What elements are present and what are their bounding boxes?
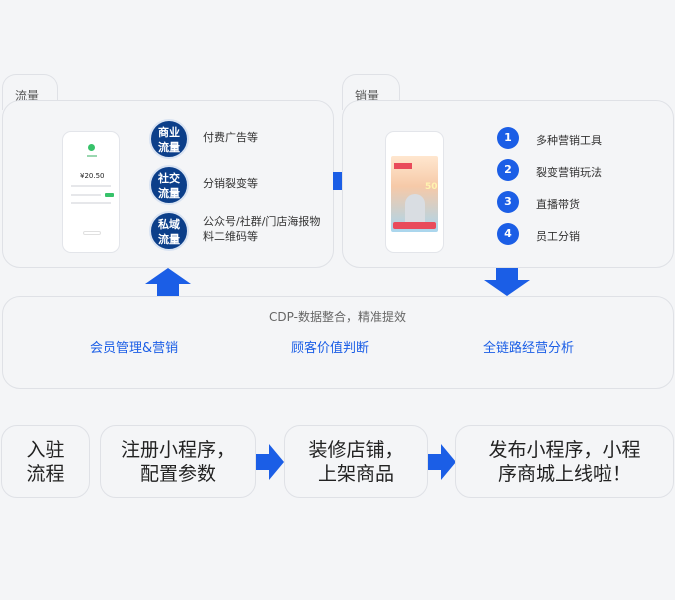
onboarding-title-line: 入驻: [26, 438, 65, 461]
step-line: 配置参数: [139, 462, 216, 485]
channel-desc-private: 公众号/社群/门店海报物料二维码等: [203, 215, 321, 243]
poster-tag: [394, 163, 412, 169]
cdp-item-member: 会员管理&营销: [90, 341, 179, 356]
onboarding-title-line: 流程: [26, 462, 65, 485]
phone-divider: [71, 194, 101, 196]
arrow-down-icon: [484, 268, 530, 296]
step-publish: 发布小程序，小程 序商城上线啦！: [455, 425, 674, 498]
badge-line: 流量: [158, 187, 180, 200]
sales-item-label: 员工分销: [536, 230, 580, 243]
badge-line: 流量: [158, 233, 180, 246]
sales-item-label: 直播带货: [536, 198, 580, 211]
step-decorate: 装修店铺， 上架商品: [284, 425, 428, 498]
phone-amount: ¥20.50: [80, 172, 105, 180]
channel-desc-social: 分销裂变等: [203, 177, 258, 190]
step-line: 注册小程序，: [120, 438, 235, 461]
sales-item-number: 2: [497, 159, 519, 181]
channel-desc-commercial: 付费广告等: [203, 131, 258, 144]
step-register: 注册小程序， 配置参数: [100, 425, 256, 498]
step-line: 上架商品: [317, 462, 394, 485]
phone-divider: [71, 202, 111, 204]
step-line: 发布小程序，小程: [488, 438, 641, 461]
poster-person: [405, 194, 425, 224]
sales-phone-mockup: 50: [385, 131, 444, 253]
sales-item-label: 多种营销工具: [536, 134, 602, 147]
badge-social-traffic: 社交 流量: [149, 165, 189, 205]
cdp-panel: [2, 296, 674, 389]
poster-number: 50: [425, 182, 438, 192]
sales-item-number: 1: [497, 127, 519, 149]
sales-item-number: 3: [497, 191, 519, 213]
phone-logo-text: [87, 155, 97, 157]
traffic-tab-label: 流量: [15, 89, 40, 103]
phone-confirm-button: [83, 231, 101, 235]
step-line: 装修店铺，: [308, 438, 404, 461]
badge-commercial-traffic: 商业 流量: [149, 119, 189, 159]
badge-private-traffic: 私域 流量: [149, 211, 189, 251]
onboarding-title: 入驻 流程: [1, 425, 90, 498]
traffic-phone-mockup: ¥20.50: [62, 131, 120, 253]
badge-line: 流量: [158, 141, 180, 154]
sales-item-label: 裂变营销玩法: [536, 166, 602, 179]
phone-divider: [71, 185, 111, 187]
step-line: 序商城上线啦！: [497, 462, 631, 485]
cdp-item-analysis: 全链路经营分析: [483, 341, 575, 356]
cdp-title: CDP-数据整合，精准提效: [269, 310, 406, 324]
sales-tab-label: 销量: [355, 89, 380, 103]
step-arrow-icon: [428, 444, 456, 480]
poster-ribbon: [393, 222, 436, 229]
phone-pay-button: [105, 193, 114, 197]
phone-logo-icon: [88, 144, 95, 151]
arrow-up-icon: [145, 268, 191, 296]
sales-item-number: 4: [497, 223, 519, 245]
cdp-item-customer-value: 顾客价值判断: [291, 341, 370, 356]
promo-poster-image: 50: [391, 156, 438, 232]
badge-line: 私域: [158, 218, 180, 231]
step-arrow-icon: [256, 444, 284, 480]
badge-line: 社交: [158, 172, 180, 185]
badge-line: 商业: [158, 126, 180, 139]
